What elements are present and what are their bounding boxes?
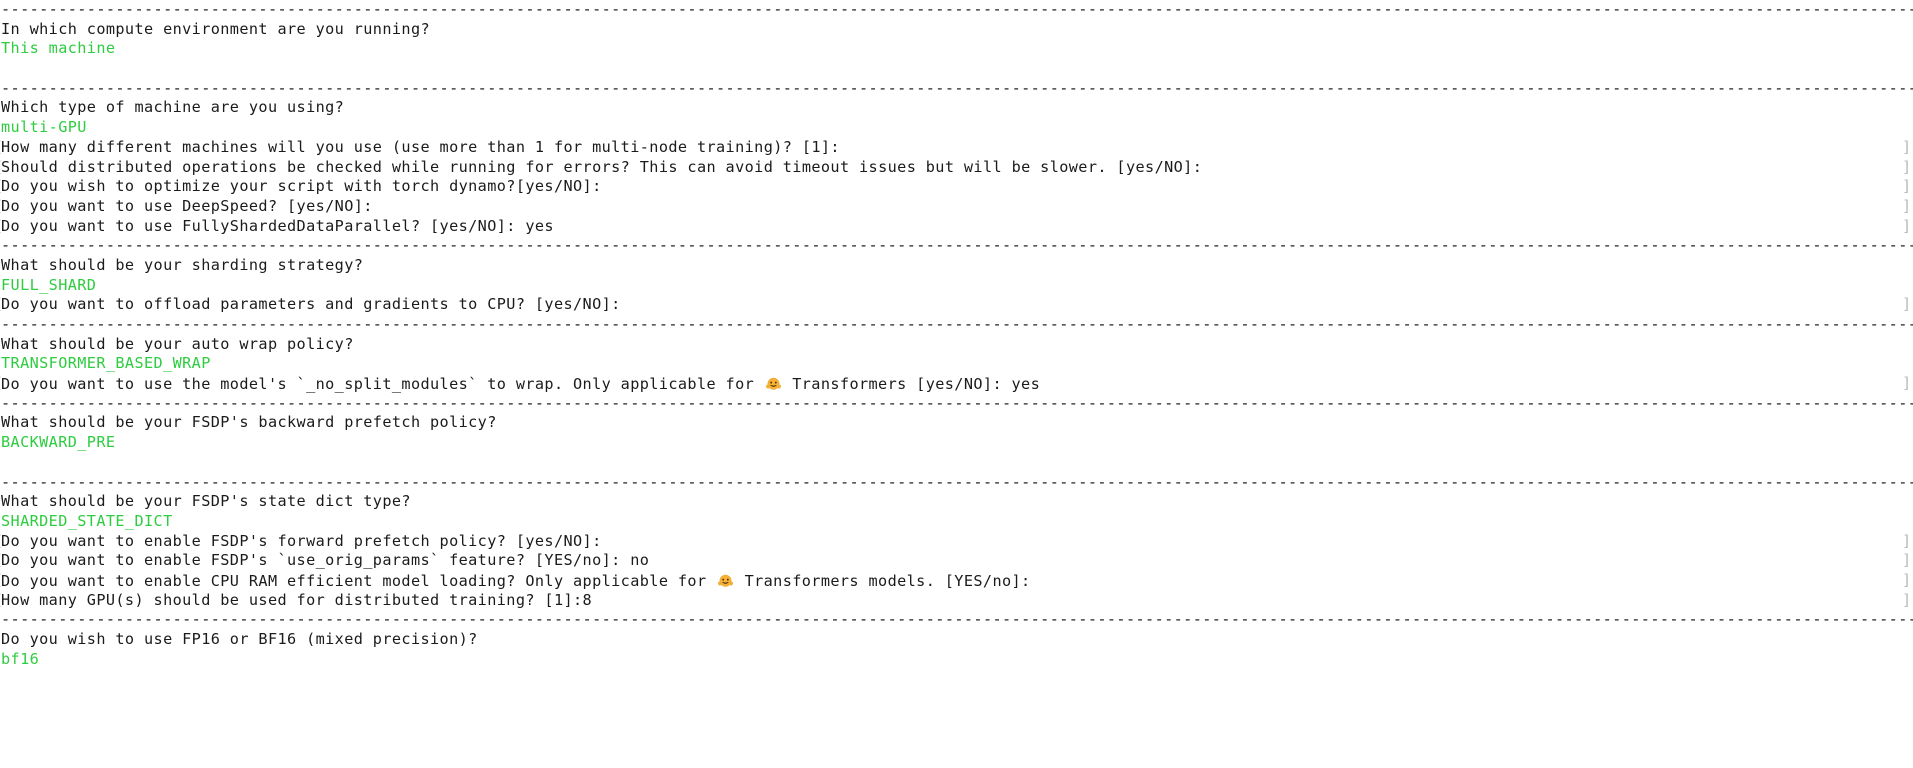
section-divider: ----------------------------------------… (1, 78, 1913, 97)
section-divider: ----------------------------------------… (1, 610, 1913, 629)
config-prompt-line[interactable]: Should distributed operations be checked… (0, 158, 1913, 178)
config-selected-answer: multi-GPU (1, 118, 87, 137)
section-divider: ----------------------------------------… (1, 0, 1913, 18)
config-selected-answer: bf16 (1, 649, 40, 668)
section-divider: ----------------------------------------… (1, 472, 1913, 491)
config-question: What should be your FSDP's state dict ty… (1, 492, 411, 511)
config-question: What should be your FSDP's backward pref… (1, 413, 497, 432)
prompt-text-before-icon: Do you want to enable CPU RAM efficient … (1, 571, 717, 590)
config-selected-answer: BACKWARD_PRE (1, 433, 116, 452)
config-question: Which type of machine are you using? (1, 98, 345, 117)
config-selected-answer: This machine (1, 39, 116, 58)
section-divider: ----------------------------------------… (1, 393, 1913, 412)
config-selected-answer: TRANSFORMER_BASED_WRAP (1, 354, 211, 373)
blank-line (1, 59, 1913, 79)
section-divider: ----------------------------------------… (1, 236, 1913, 255)
prompt-text-after-icon: Transformers models. [YES/no]: (735, 571, 1031, 590)
config-question: What should be your sharding strategy? (1, 255, 364, 274)
section-divider: ----------------------------------------… (1, 315, 1913, 333)
config-question: In which compute environment are you run… (1, 19, 431, 38)
config-question: What should be your auto wrap policy? (1, 334, 354, 353)
config-prompt-line[interactable]: Do you want to offload parameters and gr… (0, 295, 1913, 315)
config-prompt-line[interactable]: How many different machines will you use… (0, 138, 1913, 158)
blank-line (1, 453, 1913, 473)
prompt-text-before-icon: Do you want to use the model's `_no_spli… (1, 375, 764, 394)
config-selected-answer: SHARDED_STATE_DICT (1, 511, 173, 530)
config-prompt-line[interactable]: Do you want to use the model's `_no_spli… (0, 374, 1913, 394)
hugging-face-emoji-icon (765, 377, 782, 392)
config-prompt-line[interactable]: Do you wish to optimize your script with… (0, 177, 1913, 197)
config-prompt-line[interactable]: Do you want to enable FSDP's forward pre… (0, 532, 1913, 552)
config-prompt-line[interactable]: How many GPU(s) should be used for distr… (0, 591, 1913, 611)
config-prompt-line[interactable]: Do you want to use FullyShardedDataParal… (0, 217, 1913, 237)
config-prompt-line[interactable]: Do you want to enable CPU RAM efficient … (0, 571, 1913, 591)
config-prompt-line[interactable]: Do you want to enable FSDP's `use_orig_p… (0, 551, 1913, 571)
config-prompt-line[interactable]: Do you want to use DeepSpeed? [yes/NO]: (0, 197, 1913, 217)
config-selected-answer: FULL_SHARD (1, 275, 97, 294)
config-question: Do you wish to use FP16 or BF16 (mixed p… (1, 630, 478, 648)
prompt-text-after-icon: Transformers [yes/NO]: yes (782, 375, 1041, 394)
hugging-face-emoji-icon (717, 574, 734, 589)
